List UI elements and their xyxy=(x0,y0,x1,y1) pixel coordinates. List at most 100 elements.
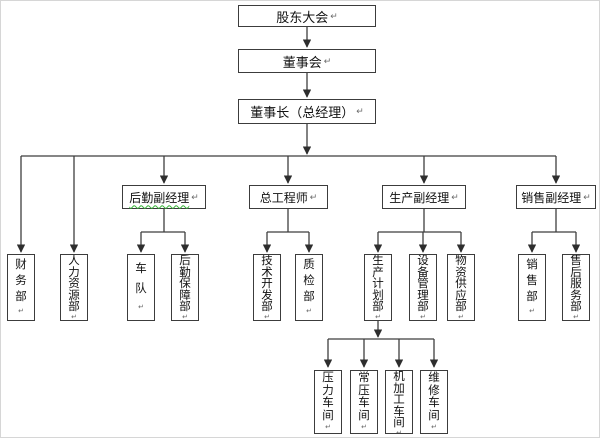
node-label-char: 部 xyxy=(261,301,273,313)
node-label: 董事会 xyxy=(282,54,322,70)
node-label-char: 质 xyxy=(303,259,315,272)
node-label-char: 销 xyxy=(526,259,538,272)
node-vehicle-fleet: 车队 ↵ xyxy=(127,254,155,321)
node-label-char: 技 xyxy=(261,255,273,267)
paragraph-return-mark: ↵ xyxy=(451,191,459,202)
node-label-char: 障 xyxy=(179,289,191,302)
node-sales-deputy-manager: 销售副经理 ↵ xyxy=(516,185,596,209)
node-label-char: 部 xyxy=(303,290,315,303)
node-label-char: 生 xyxy=(372,255,384,267)
node-label-char: 资 xyxy=(68,278,80,290)
node-label: 总工程师 xyxy=(259,190,308,205)
node-label-char: 部 xyxy=(526,290,538,303)
node-label-char: 部 xyxy=(179,301,191,313)
node-sales-dept: 销售部 ↵ xyxy=(518,254,546,321)
node-logistics-deputy-manager: 后勤副经理 ↵ xyxy=(122,185,206,209)
node-label-char: 勤 xyxy=(179,266,191,279)
node-label-char: 备 xyxy=(417,266,429,279)
node-label-char: 维 xyxy=(428,372,440,385)
node-label-char: 保 xyxy=(179,278,191,290)
paragraph-return-mark: ↵ xyxy=(323,55,332,66)
paragraph-return-mark: ↵ xyxy=(361,423,367,431)
node-label-char: 术 xyxy=(261,266,273,279)
node-production-planning-dept: 生产计划部↵ xyxy=(364,254,392,321)
node-maintenance-workshop: 维修车间↵ xyxy=(420,370,448,434)
node-label-char: 常 xyxy=(358,372,370,385)
paragraph-return-mark: ↵ xyxy=(330,10,338,21)
node-label-char: 工 xyxy=(393,394,405,406)
node-label-char: 加 xyxy=(393,382,405,395)
node-label: 董事长（总经理） xyxy=(250,105,355,120)
node-label-char: 源 xyxy=(68,289,80,302)
node-finance-dept: 财务部↵ xyxy=(7,254,35,321)
node-label-char: 车 xyxy=(322,397,334,410)
node-atmospheric-pressure-workshop: 常压车间↵ xyxy=(350,370,378,434)
node-label-char: 开 xyxy=(261,278,273,290)
node-label-char: 资 xyxy=(455,266,467,279)
node-label-char: 理 xyxy=(417,289,429,302)
node-label-char: 修 xyxy=(428,384,440,397)
node-label-char: 检 xyxy=(303,275,315,288)
node-label-char: 间 xyxy=(358,410,370,423)
node-label-char: 售 xyxy=(526,275,538,288)
paragraph-return-mark: ↵ xyxy=(191,191,199,202)
node-logistics-support-dept: 后勤保障部↵ xyxy=(171,254,199,321)
node-board-of-directors: 董事会 ↵ xyxy=(238,49,376,73)
node-label-char: 间 xyxy=(428,410,440,423)
node-production-deputy-manager: 生产副经理 ↵ xyxy=(382,185,466,209)
paragraph-return-mark: ↵ xyxy=(309,191,318,202)
node-label-char: 服 xyxy=(570,278,582,290)
node-pressure-workshop: 压力车间↵ xyxy=(314,370,342,434)
node-label-char: 力 xyxy=(68,266,80,279)
node-label: 生产副经理 xyxy=(389,190,450,205)
node-label-char: 力 xyxy=(322,384,334,397)
node-label-char: 间 xyxy=(322,410,334,423)
node-label-char: 部 xyxy=(15,290,27,303)
paragraph-return-mark: ↵ xyxy=(325,423,331,431)
paragraph-return-mark: ↵ xyxy=(529,307,535,315)
paragraph-return-mark: ↵ xyxy=(71,313,77,321)
node-label-char: 财 xyxy=(15,259,27,272)
node-label-char: 计 xyxy=(372,278,384,290)
node-equipment-management-dept: 设备管理部↵ xyxy=(409,254,437,321)
node-quality-inspection-dept: 质检部↵ xyxy=(295,254,323,321)
node-label-char: 划 xyxy=(372,289,384,302)
paragraph-return-mark: ↵ xyxy=(182,313,188,321)
node-label-char: 部 xyxy=(372,301,384,313)
node-label-char: 机 xyxy=(393,371,405,383)
node-label-char: 务 xyxy=(570,289,582,302)
node-label-char: 供 xyxy=(455,278,467,290)
node-label-char: 部 xyxy=(68,301,80,313)
node-label-char: 压 xyxy=(358,384,370,397)
paragraph-return-mark: ↵ xyxy=(420,313,426,321)
node-label-char: 后 xyxy=(179,255,191,267)
node-label-char: 部 xyxy=(455,301,467,313)
node-technology-development-dept: 技术开发部↵ xyxy=(253,254,281,321)
node-label-char: 后 xyxy=(570,266,582,279)
paragraph-return-mark: ↵ xyxy=(431,423,437,431)
paragraph-return-mark: ↵ xyxy=(138,303,144,311)
node-label-char: 部 xyxy=(417,301,429,313)
paragraph-return-mark: ↵ xyxy=(396,429,402,434)
node-label-char: 产 xyxy=(372,266,384,279)
node-label-char: 车 xyxy=(358,397,370,410)
node-label-char: 车 xyxy=(428,397,440,410)
node-label-char: 人 xyxy=(68,255,80,267)
node-label-char: 设 xyxy=(417,255,429,267)
node-label-char: 车 xyxy=(135,263,147,276)
paragraph-return-mark: ↵ xyxy=(18,307,24,315)
node-label-char: 物 xyxy=(455,255,467,267)
node-machining-workshop: 机加工车间↵ xyxy=(385,370,413,434)
node-label-char: 队 xyxy=(135,283,147,295)
node-label-char: 车 xyxy=(393,405,405,418)
node-label-char: 压 xyxy=(322,372,334,385)
paragraph-return-mark: ↵ xyxy=(583,191,591,202)
paragraph-return-mark: ↵ xyxy=(458,313,464,321)
paragraph-return-mark: ↵ xyxy=(375,313,381,321)
node-chairman-general-manager: 董事长（总经理） ↵ xyxy=(238,99,376,124)
node-label-char: 部 xyxy=(570,301,582,313)
node-label-char: 应 xyxy=(455,289,467,302)
node-human-resources-dept: 人力资源部↵ xyxy=(60,254,88,321)
